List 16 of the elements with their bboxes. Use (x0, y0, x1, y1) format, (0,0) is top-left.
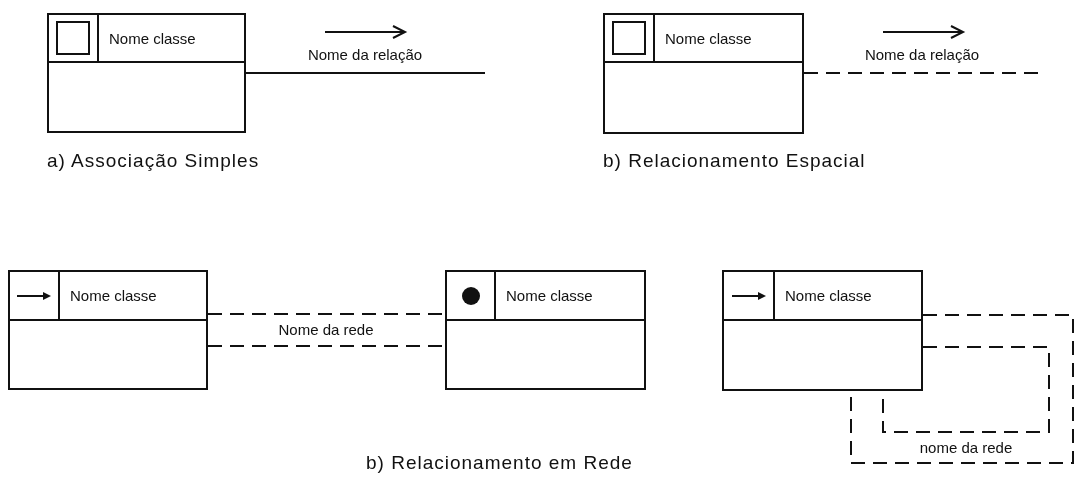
connector-line (882, 346, 1050, 433)
class-name: Nome classe (69, 286, 158, 306)
class-box (47, 13, 246, 133)
class-name: Nome classe (664, 28, 753, 49)
class-name: Nome classe (505, 286, 594, 306)
class-box (603, 13, 804, 134)
class-name: Nome classe (784, 286, 873, 306)
figure-caption: b) Relacionamento em Rede (366, 452, 633, 474)
class-box (445, 270, 646, 390)
figure-caption: a) Associação Simples (47, 150, 260, 172)
connector-line (245, 72, 486, 74)
class-name: Nome classe (108, 28, 197, 49)
figure-caption: b) Relacionamento Espacial (603, 150, 866, 172)
connector-line (850, 314, 1074, 464)
class-box (722, 270, 923, 391)
class-box (8, 270, 208, 390)
